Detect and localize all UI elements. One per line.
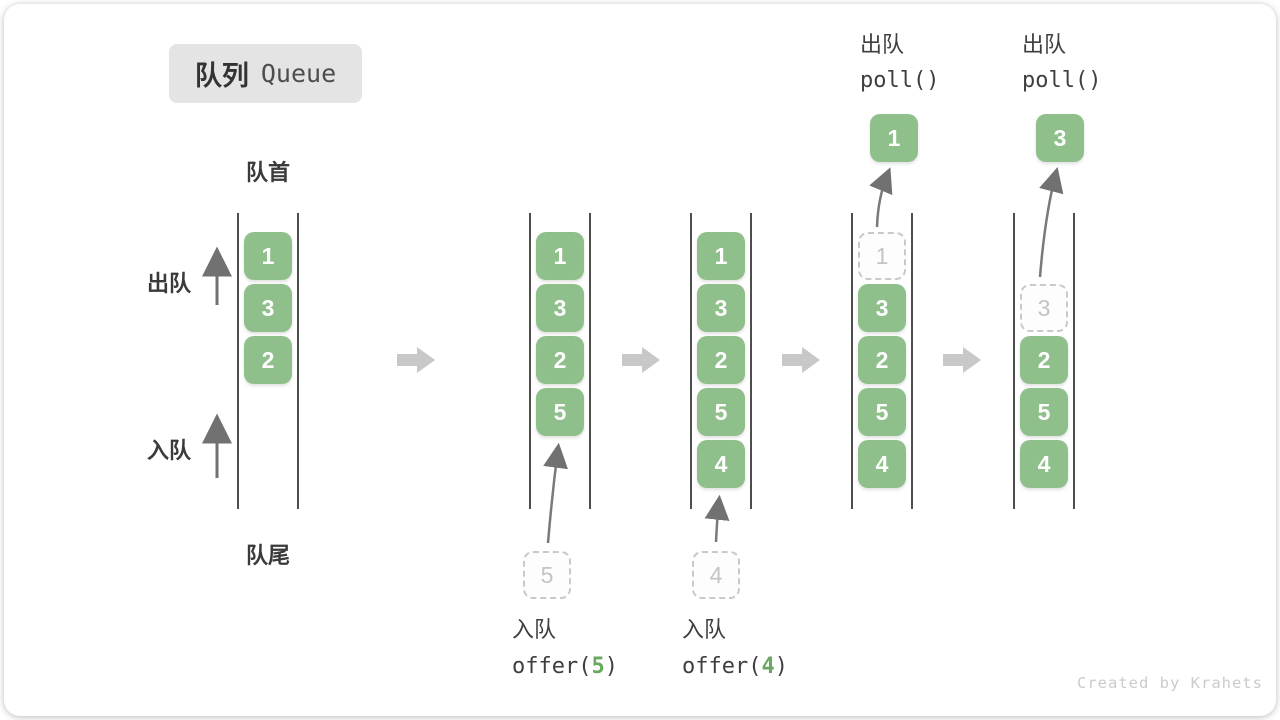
channel-wall — [750, 213, 752, 509]
flow-arrow-right-icon — [782, 347, 820, 373]
queue-item: 1 — [244, 232, 292, 280]
watermark: Created by Krahets — [1077, 674, 1263, 692]
queue-item: 2 — [536, 336, 584, 384]
flow-arrow-right-icon — [397, 347, 435, 373]
channel-wall — [690, 213, 692, 509]
queue-item: 2 — [1020, 336, 1068, 384]
queue-item: 4 — [697, 440, 745, 488]
removed-item-slot: 3 — [1020, 284, 1068, 332]
title-zh: 队列 — [194, 61, 249, 91]
op-offer5-code: offer(5) — [512, 648, 618, 685]
title-en: Queue — [260, 59, 337, 88]
label-queue-front: 队首 — [245, 160, 290, 185]
queue-item: 3 — [536, 284, 584, 332]
channel-wall — [529, 213, 531, 509]
title-badge: 队列 Queue — [169, 44, 362, 103]
queue-item: 5 — [1020, 388, 1068, 436]
code-arg: 4 — [761, 654, 775, 679]
diagram-stage: 队列 Queue 队首 队尾 出队 入队 1 3 2 1 3 2 5 5 入队 … — [4, 4, 1276, 716]
staged-item: 4 — [692, 551, 740, 599]
queue-state-5: 3 2 5 4 — [1013, 213, 1075, 509]
op-poll2-label: 出队 — [1022, 32, 1067, 57]
code-text: offer( — [682, 654, 762, 679]
queue-item: 5 — [858, 388, 906, 436]
queue-state-2: 1 3 2 5 — [529, 213, 591, 509]
code-text: offer( — [512, 654, 592, 679]
code-arg: 5 — [591, 654, 605, 679]
queue-item: 2 — [244, 336, 292, 384]
op-offer4-code: offer(4) — [682, 648, 788, 685]
queue-state-1: 1 3 2 — [237, 213, 299, 509]
label-dequeue-side: 出队 — [147, 271, 192, 296]
queue-item: 3 — [244, 284, 292, 332]
channel-wall — [589, 213, 591, 509]
queue-state-3: 1 3 2 5 4 — [690, 213, 752, 509]
queue-item: 4 — [1020, 440, 1068, 488]
flow-arrow-right-icon — [622, 347, 660, 373]
queue-item: 4 — [858, 440, 906, 488]
code-text: ) — [774, 654, 788, 679]
channel-wall — [1013, 213, 1015, 509]
queue-item: 2 — [858, 336, 906, 384]
op-offer5-label: 入队 — [512, 617, 557, 642]
flow-arrow-right-icon — [943, 347, 981, 373]
staged-item: 5 — [523, 551, 571, 599]
arrows-layer — [202, 166, 1064, 544]
op-poll1: 出队 poll() — [860, 27, 939, 99]
channel-wall — [1073, 213, 1075, 509]
label-enqueue-side: 入队 — [147, 438, 192, 463]
queue-item: 2 — [697, 336, 745, 384]
code-text: ) — [604, 654, 618, 679]
channel-wall — [297, 213, 299, 509]
op-offer4-label: 入队 — [682, 617, 727, 642]
label-queue-rear: 队尾 — [245, 543, 290, 568]
channel-wall — [237, 213, 239, 509]
op-poll2: 出队 poll() — [1022, 27, 1101, 99]
queue-item: 5 — [697, 388, 745, 436]
popped-item: 3 — [1036, 114, 1084, 162]
diagram-card: 队列 Queue 队首 队尾 出队 入队 1 3 2 1 3 2 5 5 入队 … — [4, 4, 1276, 716]
removed-item-slot: 1 — [858, 232, 906, 280]
popped-item: 1 — [870, 114, 918, 162]
op-poll2-code: poll() — [1022, 68, 1102, 93]
queue-item: 3 — [697, 284, 745, 332]
queue-state-4: 1 3 2 5 4 — [851, 213, 913, 509]
queue-item: 1 — [536, 232, 584, 280]
op-poll1-code: poll() — [860, 68, 940, 93]
channel-wall — [911, 213, 913, 509]
queue-item: 3 — [858, 284, 906, 332]
op-offer4: 入队 offer(4) — [682, 612, 788, 685]
queue-item: 1 — [697, 232, 745, 280]
op-offer5: 入队 offer(5) — [512, 612, 618, 685]
op-poll1-label: 出队 — [860, 32, 905, 57]
queue-item: 5 — [536, 388, 584, 436]
channel-wall — [851, 213, 853, 509]
